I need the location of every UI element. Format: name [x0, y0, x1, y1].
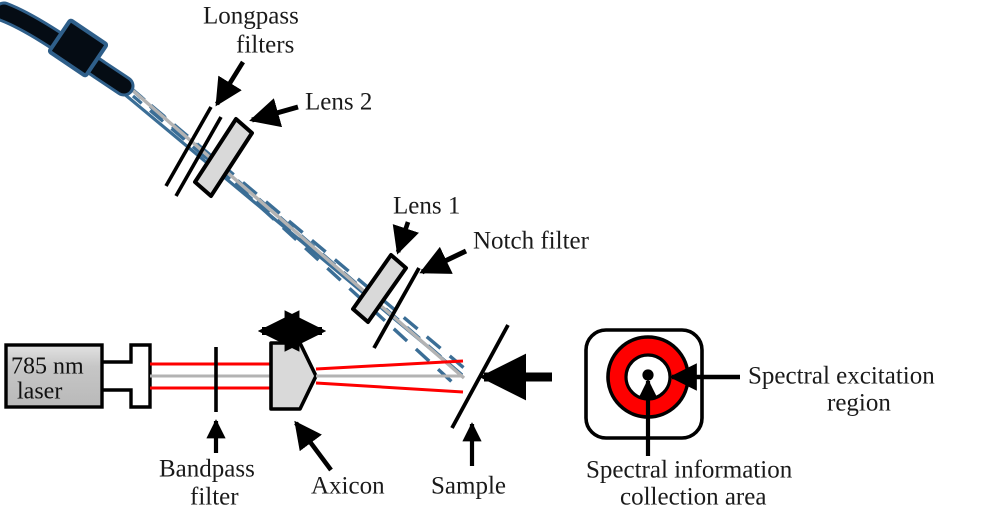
- lens-2-label: Lens 2: [305, 89, 372, 116]
- bandpass-filter-label-line1: Bandpass: [159, 456, 255, 483]
- axicon-leader: [294, 420, 333, 472]
- lens-2: [193, 117, 254, 198]
- optical-axis-collection: [128, 86, 466, 380]
- sample-label: Sample: [431, 473, 506, 500]
- collection-center-dot: [642, 369, 654, 381]
- spectral-collection-label-line2: collection area: [620, 484, 766, 511]
- longpass-filters-leader: [215, 60, 245, 107]
- lens-1: [351, 253, 408, 324]
- collection-fiber-optic-cable: [0, 1, 135, 97]
- sample-face-inset: [584, 328, 704, 440]
- bandpass-filter-label-line2: filter: [190, 484, 239, 511]
- longpass-filters-label-line1: Longpass: [203, 3, 299, 30]
- notch-filter-label: Notch filter: [473, 228, 590, 255]
- 785-nm-laser-source: [4, 343, 104, 409]
- spectral-excitation-label-line1: Spectral excitation: [748, 363, 935, 390]
- axicon-label: Axicon: [311, 473, 385, 500]
- notch-filter-leader: [419, 246, 468, 275]
- notch-filter: [372, 267, 421, 349]
- lens-1-leader: [392, 221, 419, 255]
- axicon-lens: [269, 341, 318, 411]
- laser-label-line1: 785 nm: [11, 354, 84, 380]
- lens-1-label: Lens 1: [393, 193, 460, 220]
- spectral-excitation-label-line2: region: [827, 390, 891, 417]
- excitation-beam-converging: [315, 359, 464, 394]
- longpass-filters-label-line2: filters: [236, 32, 294, 59]
- fiber-coupler: [102, 343, 152, 409]
- lens-2-leader: [249, 98, 299, 128]
- laser-label-line2: laser: [17, 379, 62, 405]
- longpass-filters: [164, 106, 223, 197]
- spectral-collection-label-line1: Spectral information: [586, 457, 793, 484]
- excitation-beam-collimated: [150, 362, 271, 390]
